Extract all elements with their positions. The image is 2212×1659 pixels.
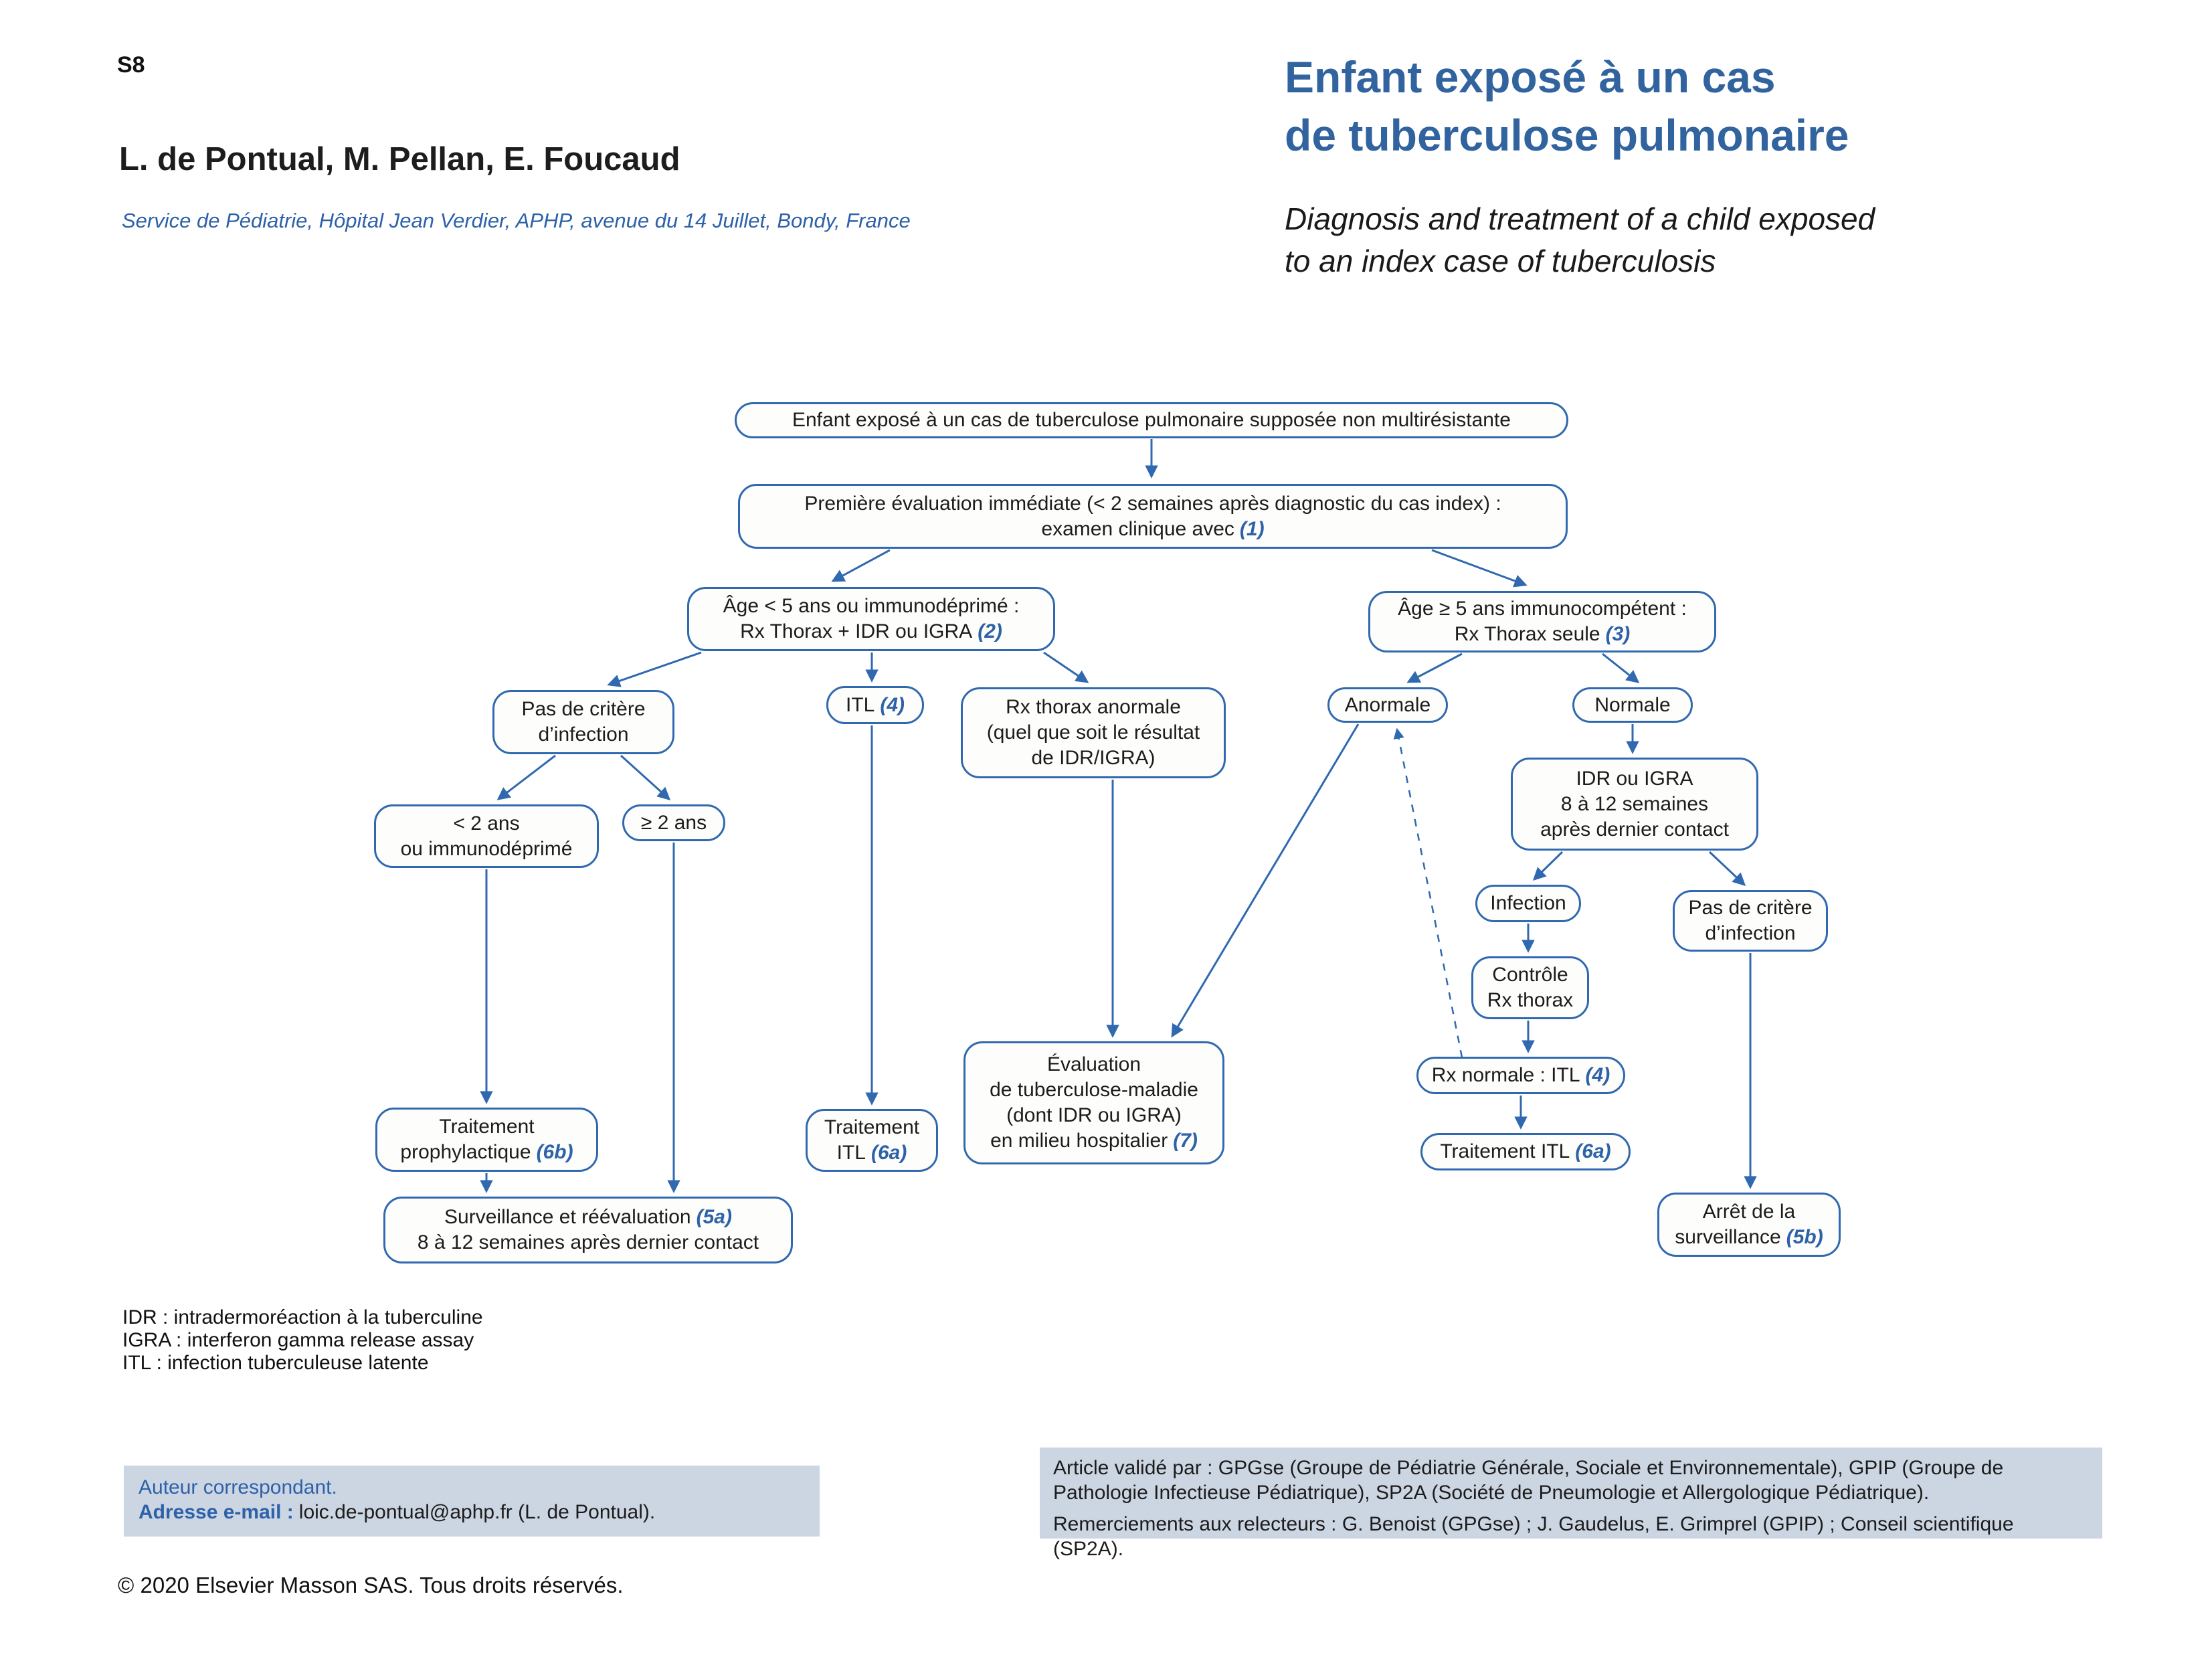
node-text: Pas de critère — [1688, 897, 1813, 919]
abbreviation-legend: IDR : intradermoréaction à la tuberculin… — [122, 1306, 483, 1375]
node-text: Anormale — [1344, 693, 1431, 716]
article-title-english: Diagnosis and treatment of a child expos… — [1285, 198, 1875, 283]
node-text: Traitement — [439, 1116, 535, 1138]
node-traitement-prophylactique: Traitement prophylactique(6b) — [375, 1108, 598, 1172]
page-number: S8 — [117, 52, 145, 78]
arrow-no-criteria-to-under2 — [496, 754, 556, 800]
node-text: de IDR/IGRA) — [1031, 747, 1156, 769]
node-text: Rx normale : ITL(4) — [1431, 1064, 1610, 1086]
node-text: surveillance(5b) — [1675, 1226, 1823, 1248]
node-text: Normale — [1594, 693, 1671, 716]
node-text: Rx thorax anormale — [1006, 696, 1181, 718]
node-text: en milieu hospitalier(7) — [990, 1130, 1198, 1152]
node-2-ans-plus: ≥ 2 ans — [622, 804, 725, 841]
node-text: 8 à 12 semaines — [1560, 792, 1709, 815]
node-age-5-ans-plus: Âge ≥ 5 ans immunocompétent : Rx Thorax … — [1368, 591, 1716, 652]
node-text: après dernier contact — [1540, 818, 1729, 841]
node-pas-de-critere-infection-gauche: Pas de critère d’infection — [492, 690, 674, 754]
email-value: loic.de-pontual@aphp.fr (L. de Pontual). — [298, 1501, 656, 1523]
node-text: Âge ≥ 5 ans immunocompétent : — [1398, 598, 1687, 620]
title-fr-line1: Enfant exposé à un cas — [1285, 52, 1776, 102]
node-text: Rx Thorax + IDR ou IGRA(2) — [740, 620, 1002, 642]
node-text: Traitement ITL(6a) — [1440, 1140, 1611, 1162]
node-text: Première évaluation immédiate (< 2 semai… — [804, 492, 1501, 515]
node-traitement-itl-centre: Traitement ITL(6a) — [806, 1109, 938, 1172]
arrow-over5-to-normale — [1602, 652, 1640, 683]
node-rx-thorax-anormale: Rx thorax anormale (quel que soit le rés… — [961, 687, 1226, 778]
node-idr-igra-8-12-semaines: IDR ou IGRA 8 à 12 semaines après dernie… — [1511, 758, 1758, 851]
node-rx-normale-itl: Rx normale : ITL(4) — [1416, 1057, 1625, 1094]
node-text: prophylactique(6b) — [400, 1141, 573, 1163]
node-surveillance-reevaluation: Surveillance et réévaluation(5a) 8 à 12 … — [383, 1197, 793, 1263]
affiliation: Service de Pédiatrie, Hôpital Jean Verdi… — [122, 209, 911, 232]
arrow-no-criteria-to-over2 — [620, 754, 671, 800]
node-text: d’infection — [1705, 922, 1796, 944]
node-text: Enfant exposé à un cas de tuberculose pu… — [792, 409, 1511, 431]
node-enfant-expose: Enfant exposé à un cas de tuberculose pu… — [735, 402, 1568, 438]
node-text: ITL(4) — [845, 693, 905, 716]
node-text: Âge < 5 ans ou immunodéprimé : — [723, 595, 1020, 617]
node-premiere-evaluation: Première évaluation immédiate (< 2 semai… — [738, 484, 1568, 549]
node-text: Pas de critère — [521, 698, 646, 720]
node-text: Évaluation — [1046, 1053, 1141, 1075]
node-text: examen clinique avec(1) — [1041, 517, 1265, 540]
node-normale: Normale — [1572, 687, 1693, 723]
correspondence-email-line: Adresse e-mail :loic.de-pontual@aphp.fr … — [139, 1500, 805, 1524]
arrow-under5-to-rx-anormale — [1043, 651, 1089, 683]
node-arret-surveillance: Arrêt de la surveillance(5b) — [1657, 1193, 1841, 1257]
title-fr-line2: de tuberculose pulmonaire — [1285, 110, 1849, 161]
node-pas-de-critere-infection-droite: Pas de critère d’infection — [1673, 890, 1828, 952]
node-text: d’infection — [538, 723, 629, 746]
node-text: Traitement — [824, 1116, 920, 1138]
article-title-french: Enfant exposé à un cas de tuberculose pu… — [1285, 48, 1849, 165]
arrow-evaluation-to-under5 — [831, 549, 891, 582]
copyright-line: © 2020 Elsevier Masson SAS. Tous droits … — [118, 1573, 624, 1597]
node-anormale: Anormale — [1327, 687, 1448, 723]
abbreviation-idr: IDR : intradermoréaction à la tuberculin… — [122, 1306, 483, 1328]
node-text: (dont IDR ou IGRA) — [1006, 1104, 1182, 1126]
node-age-moins-5-ans: Âge < 5 ans ou immunodéprimé : Rx Thorax… — [687, 587, 1055, 651]
title-en-line2: to an index case of tuberculosis — [1285, 244, 1716, 279]
arrow-idr-igra-to-no-criteria-right — [1708, 851, 1746, 887]
title-en-line1: Diagnosis and treatment of a child expos… — [1285, 201, 1875, 236]
validation-box: Article validé par : GPGse (Groupe de Pé… — [1040, 1448, 2102, 1560]
node-text: ITL(6a) — [836, 1142, 907, 1164]
node-evaluation-tuberculose-maladie: Évaluation de tuberculose-maladie (dont … — [963, 1041, 1224, 1164]
node-moins-2-ans: < 2 ans ou immunodéprimé — [374, 804, 599, 868]
node-text: Rx Thorax seule(3) — [1454, 623, 1631, 645]
node-infection: Infection — [1475, 885, 1581, 922]
arrow-under5-to-no-criteria — [607, 651, 702, 687]
authors: L. de Pontual, M. Pellan, E. Foucaud — [119, 141, 680, 177]
email-label: Adresse e-mail : — [139, 1501, 294, 1523]
correspondence-box: Auteur correspondant. Adresse e-mail :lo… — [124, 1466, 820, 1537]
node-text: Surveillance et réévaluation(5a) — [444, 1206, 732, 1228]
node-itl: ITL(4) — [826, 686, 924, 724]
node-text: ≥ 2 ans — [640, 811, 707, 834]
node-text: Contrôle — [1492, 964, 1568, 986]
correspondence-label: Auteur correspondant. — [139, 1476, 337, 1498]
acknowledgements-text: Remerciements aux relecteurs : G. Benois… — [1053, 1513, 2014, 1560]
node-controle-rx-thorax: Contrôle Rx thorax — [1471, 956, 1589, 1019]
node-text: Rx thorax — [1487, 989, 1574, 1011]
node-text: ou immunodéprimé — [400, 837, 573, 860]
abbreviation-igra: IGRA : interferon gamma release assay — [122, 1329, 474, 1351]
node-text: 8 à 12 semaines après dernier contact — [417, 1231, 759, 1253]
node-text: de tuberculose-maladie — [990, 1079, 1198, 1101]
node-text: < 2 ans — [453, 812, 520, 835]
arrow-over5-to-anormale — [1406, 652, 1463, 683]
node-traitement-itl-droite: Traitement ITL(6a) — [1420, 1133, 1631, 1170]
arrow-evaluation-to-over5 — [1431, 549, 1528, 588]
node-text: Infection — [1490, 892, 1566, 914]
node-text: (quel que soit le résultat — [986, 721, 1200, 744]
node-text: IDR ou IGRA — [1576, 767, 1693, 790]
arrow-idr-igra-to-infection — [1532, 851, 1564, 881]
node-text: Arrêt de la — [1702, 1201, 1796, 1223]
abbreviation-itl: ITL : infection tuberculeuse latente — [122, 1352, 429, 1374]
arrow-dashed-controle-to-anormale — [1393, 727, 1463, 1058]
validation-text: Article validé par : GPGse (Groupe de Pé… — [1053, 1457, 2004, 1504]
